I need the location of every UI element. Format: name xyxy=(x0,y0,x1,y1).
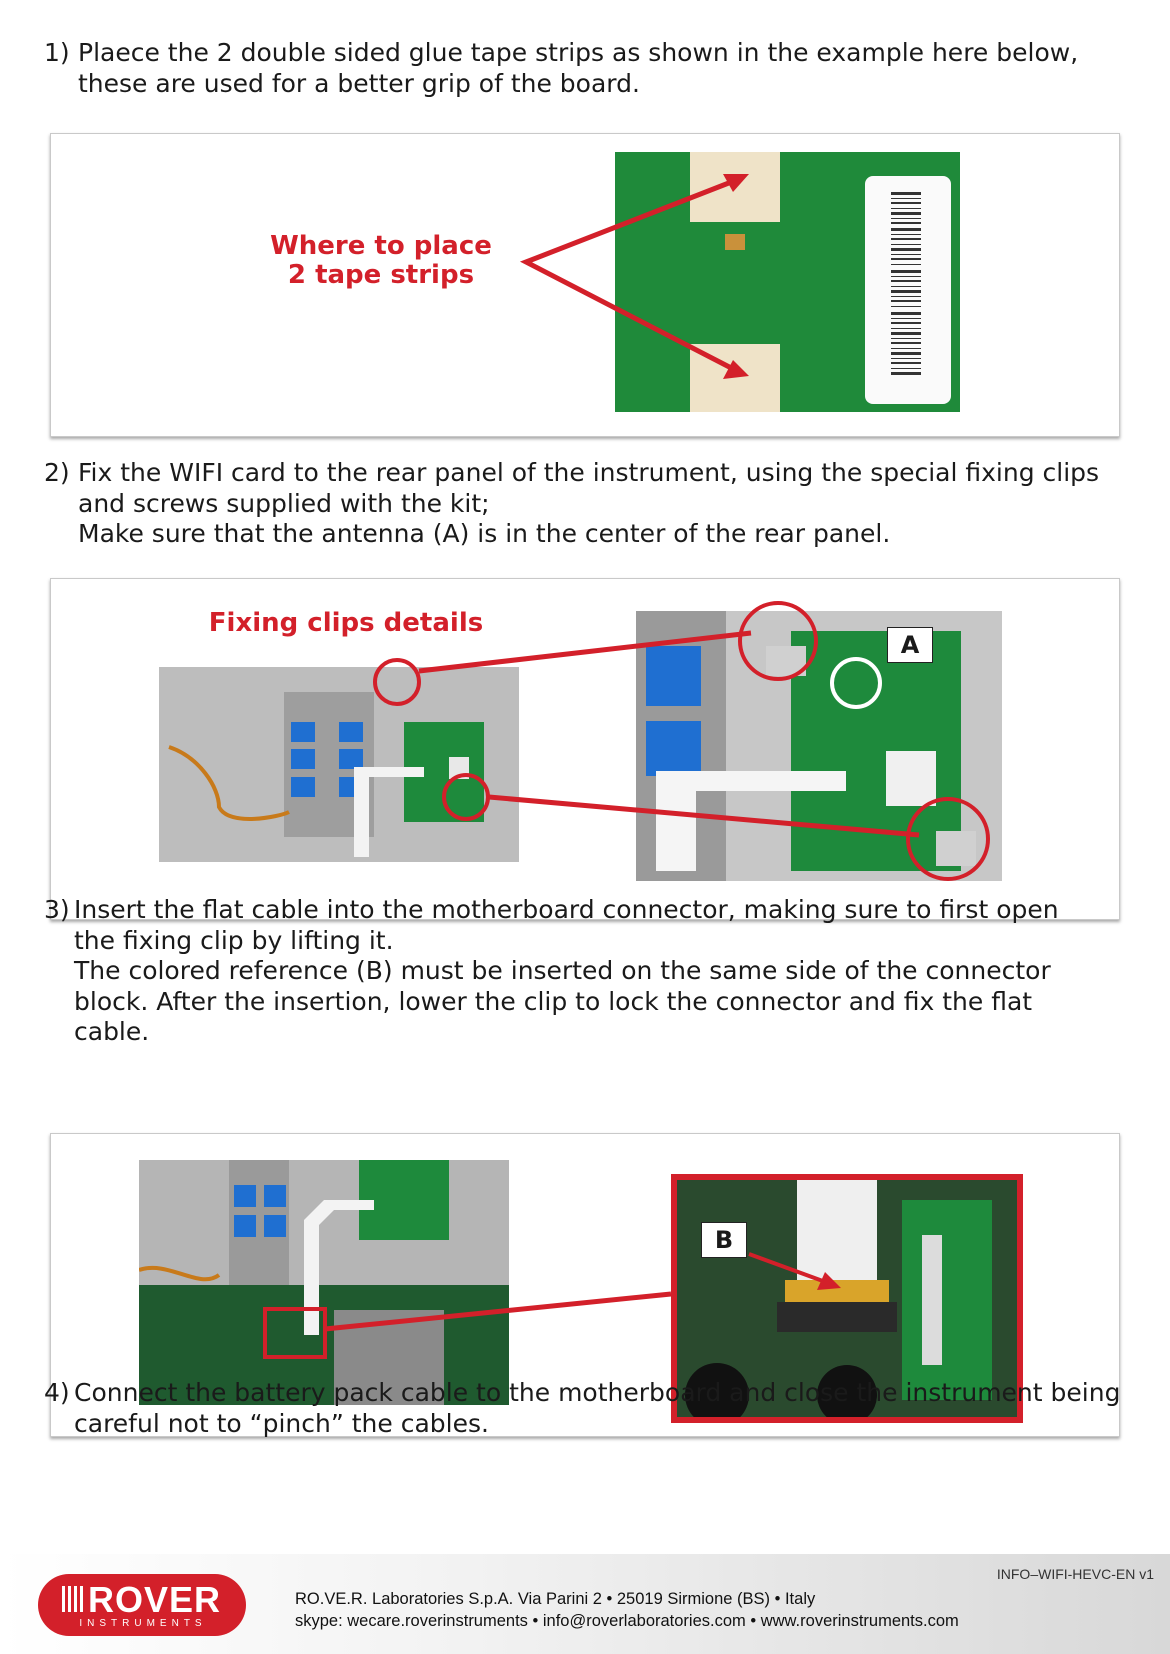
step-number: 1) xyxy=(44,38,70,67)
rover-logo: ROVER INSTRUMENTS xyxy=(38,1574,246,1636)
clip-callout-overlay xyxy=(373,601,990,881)
clip-highlight-circle xyxy=(373,658,421,706)
logo-text: ROVER xyxy=(88,1579,222,1620)
footer: ROVER INSTRUMENTS RO.VE.R. Laboratories … xyxy=(0,1554,1170,1654)
step-2: 2) Fix the WIFI card to the rear panel o… xyxy=(44,458,1130,550)
step-text-line: the fixing clip by lifting it. xyxy=(74,925,394,955)
antenna-highlight-circle xyxy=(830,657,882,709)
clip-highlight-circle xyxy=(738,601,818,681)
wifi-card-closeup-photo xyxy=(636,611,1002,881)
callout-a: A xyxy=(887,627,933,663)
flat-cable xyxy=(797,1180,877,1280)
step-text-line: Fix the WIFI card to the rear panel of t… xyxy=(78,458,1100,487)
arrow-overlay xyxy=(519,174,749,379)
step-text-line: Insert the flat cable into the motherboa… xyxy=(74,895,1059,924)
clip-highlight-circle xyxy=(442,773,490,821)
step-text-line: Connect the battery pack cable to the mo… xyxy=(74,1378,1121,1407)
figure-flat-cable: B xyxy=(50,1133,1120,1437)
pcb-photo xyxy=(615,152,960,412)
arrow-head-icon xyxy=(723,174,749,192)
company-address: RO.VE.R. Laboratories S.p.A. Via Parini … xyxy=(295,1590,816,1608)
step-number: 3) xyxy=(44,895,70,924)
motherboard-illustration xyxy=(139,1160,509,1405)
arrow-head-icon xyxy=(723,360,749,379)
connector-highlight-box xyxy=(263,1307,327,1359)
pointer-lines xyxy=(519,176,741,375)
motherboard-photo xyxy=(139,1160,509,1405)
fixing-clips-label: Fixing clips details xyxy=(208,608,484,638)
flat-cable xyxy=(656,771,846,871)
clip-highlight-circle xyxy=(906,797,990,881)
logo-subtext: INSTRUMENTS xyxy=(79,1618,207,1629)
document-reference: INFO–WIFI-HEVC-EN v1 xyxy=(996,1566,1154,1582)
connector-illustration xyxy=(677,1180,1017,1417)
arrow-head-icon xyxy=(817,1272,841,1290)
tape-strip-label: Where to place 2 tape strips xyxy=(241,232,521,290)
connector-block xyxy=(777,1302,897,1332)
rear-panel-photo xyxy=(159,667,519,862)
step-text-line: these are used for a better grip of the … xyxy=(78,68,640,98)
company-contacts: skype: wecare.roverinstruments • info@ro… xyxy=(295,1612,959,1630)
figure-tape-strips: Where to place 2 tape strips xyxy=(50,133,1120,437)
step-text-line: cable. xyxy=(74,1017,150,1046)
step-text-line: The colored reference (B) must be insert… xyxy=(74,956,1051,985)
step-number: 2) xyxy=(44,458,70,487)
callout-b: B xyxy=(701,1222,747,1258)
step-number: 4) xyxy=(44,1378,70,1407)
step-1: 1) Plaece the 2 double sided glue tape s… xyxy=(44,38,1130,99)
pad xyxy=(725,234,745,250)
step-text-line: Make sure that the antenna (A) is in the… xyxy=(78,519,891,548)
step-text-line: and screws supplied with the kit; xyxy=(78,488,490,518)
closeup-illustration xyxy=(636,611,1002,881)
connector-closeup-photo xyxy=(671,1174,1023,1423)
figure-fixing-clips: Fixing clips details xyxy=(50,578,1120,920)
colored-reference xyxy=(785,1280,889,1302)
flat-cable xyxy=(304,1200,374,1335)
connector-callout-overlay xyxy=(263,1252,841,1359)
step-4: 4) Connect the battery pack cable to the… xyxy=(44,1378,1130,1439)
step-text-line: Plaece the 2 double sided glue tape stri… xyxy=(78,38,1079,67)
step-3: 3) Insert the flat cable into the mother… xyxy=(44,895,1130,1048)
label-line: Where to place xyxy=(270,231,492,261)
barcode-icon xyxy=(891,192,921,375)
wire xyxy=(168,745,290,821)
logo-mark-icon xyxy=(62,1586,83,1612)
wifi-module xyxy=(886,751,936,806)
label-line: 2 tape strips xyxy=(287,260,475,290)
step-text-line: careful not to “pinch” the cables. xyxy=(74,1408,489,1438)
step-text-line: block. After the insertion, lower the cl… xyxy=(74,986,1033,1016)
rear-panel-illustration xyxy=(159,667,519,862)
flat-cable xyxy=(354,767,424,857)
